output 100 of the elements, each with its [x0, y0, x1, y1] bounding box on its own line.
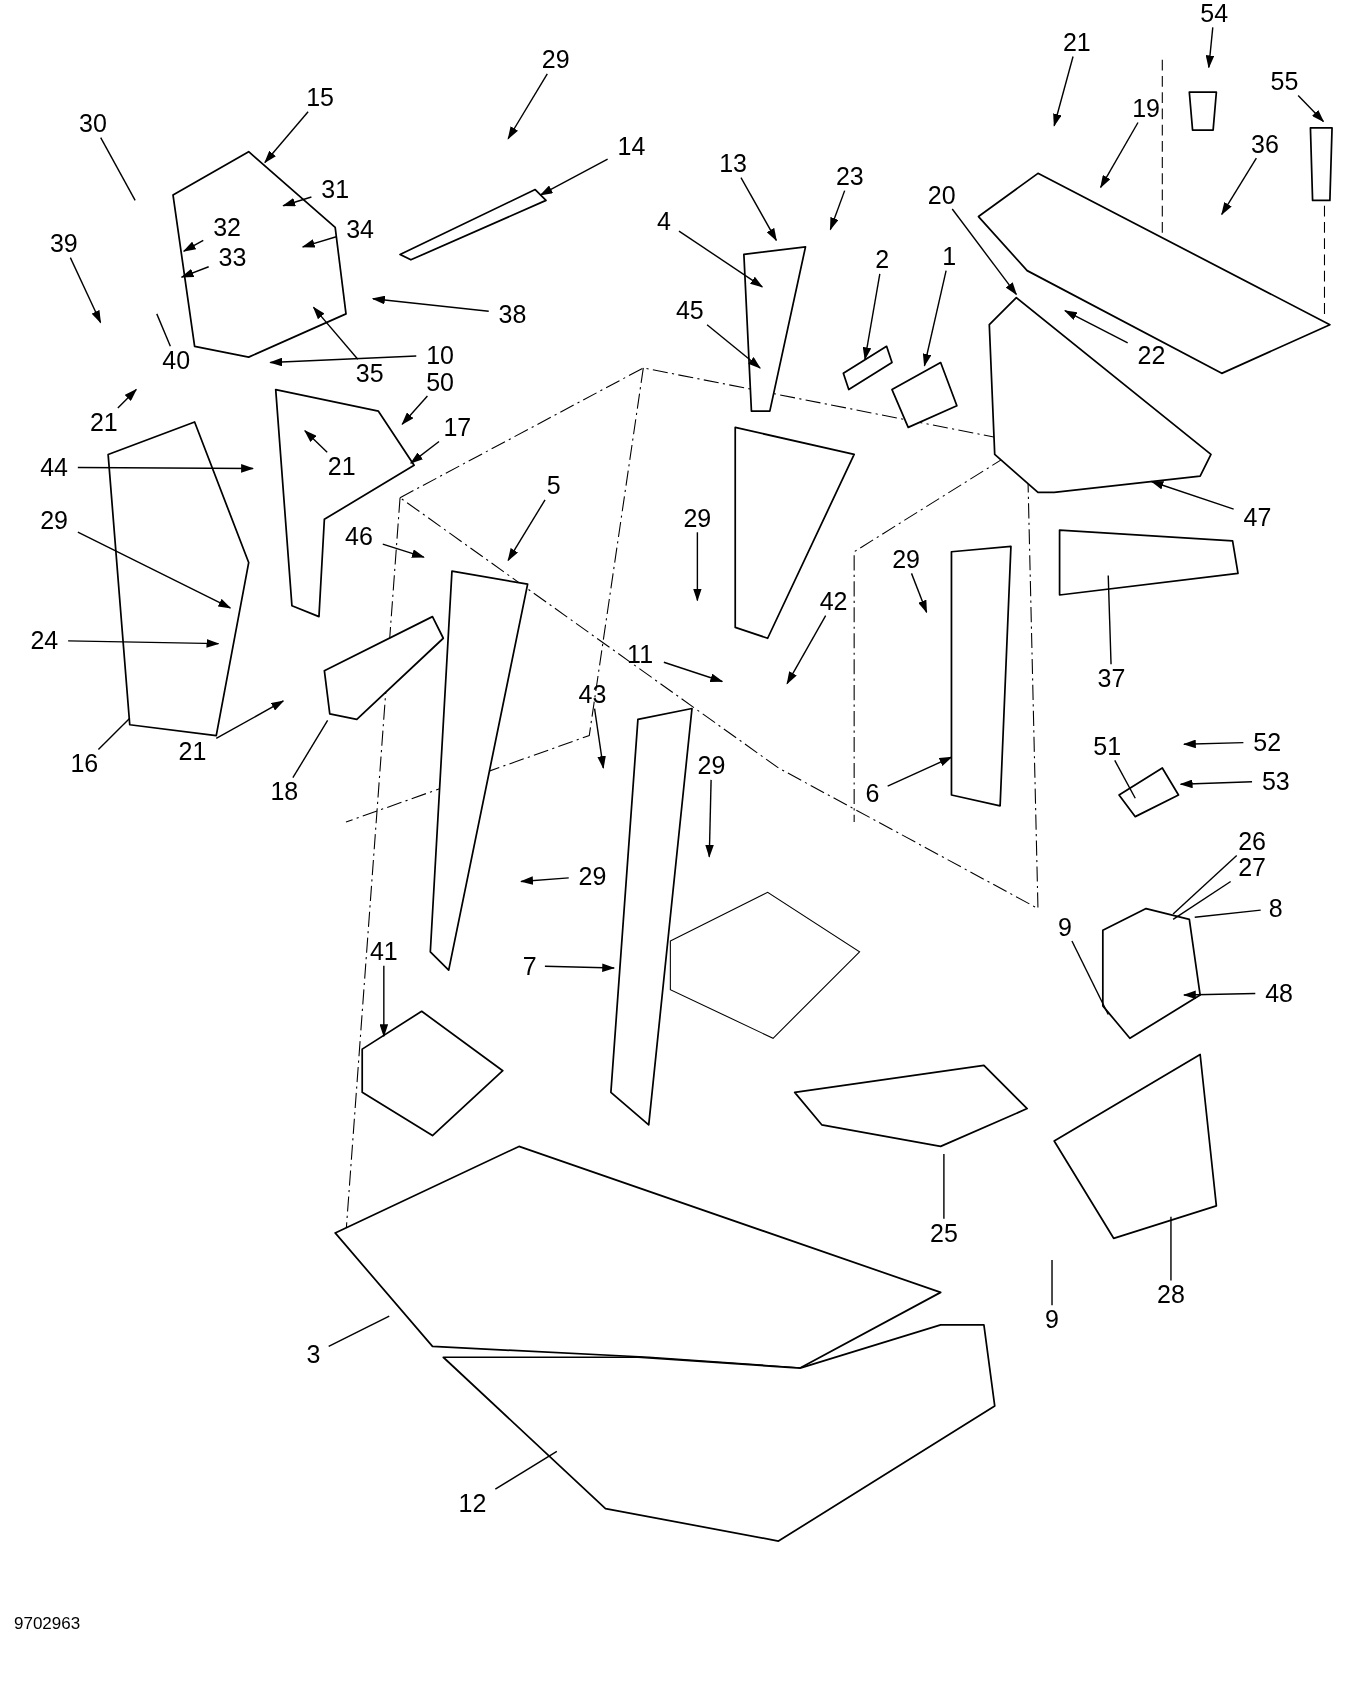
callout-number: 53 — [1261, 768, 1290, 794]
leader-arrow — [282, 196, 313, 207]
callout-number: 31 — [321, 176, 350, 202]
leader-arrow — [1182, 739, 1245, 749]
leader-line — [943, 1153, 945, 1220]
callout-number: 8 — [1268, 895, 1283, 921]
callout-number: 51 — [1093, 733, 1122, 759]
callout-number: 24 — [30, 627, 59, 653]
callout-number: 21 — [1062, 29, 1091, 55]
leader-arrow — [539, 158, 609, 196]
leader-arrow — [379, 965, 389, 1038]
callout-number: 39 — [49, 230, 78, 256]
leader-arrow — [180, 266, 210, 278]
leader-arrow — [1099, 121, 1139, 189]
leader-arrow — [1205, 26, 1215, 69]
callout-number: 9 — [1058, 914, 1072, 940]
callout-number: 21 — [89, 409, 118, 435]
leader-line — [97, 717, 131, 751]
leader-arrow — [593, 707, 606, 770]
callout-number: 18 — [270, 778, 299, 804]
callout-number: 12 — [458, 1490, 487, 1516]
callout-number: 1 — [942, 243, 957, 269]
leader-line — [1114, 759, 1136, 799]
callout-number: 22 — [1137, 342, 1166, 368]
leader-line — [1071, 940, 1109, 1016]
leader-arrow — [507, 73, 548, 140]
leader-arrow — [304, 429, 328, 453]
leader-line — [100, 136, 136, 202]
leader-arrow — [922, 269, 947, 367]
leader-arrow — [1150, 480, 1235, 510]
leader-line — [1170, 1216, 1172, 1282]
callout-number: 30 — [79, 110, 107, 136]
callout-number: 35 — [355, 360, 384, 386]
leader-line — [494, 1450, 558, 1490]
leader-arrow — [264, 111, 309, 164]
callout-number: 11 — [627, 641, 654, 667]
callout-number: 10 — [426, 342, 454, 368]
callout-number: 15 — [306, 84, 334, 110]
leader-arrow — [77, 531, 232, 609]
callout-number: 29 — [578, 863, 607, 889]
callout-number: 4 — [656, 208, 671, 234]
leader-arrow — [678, 230, 764, 288]
callout-number: 48 — [1265, 980, 1293, 1006]
leader-arrow — [910, 572, 928, 614]
callout-number: 52 — [1253, 729, 1282, 755]
leader-arrow — [69, 256, 102, 324]
callout-number: 47 — [1243, 504, 1272, 530]
leader-arrow — [786, 614, 827, 685]
leader-arrow — [67, 639, 220, 648]
leader-arrow — [706, 324, 761, 369]
leader-arrow — [1179, 779, 1253, 789]
callout-number: 20 — [927, 182, 956, 208]
callout-number: 38 — [498, 301, 527, 327]
callout-number: 21 — [327, 453, 356, 479]
leader-arrow — [382, 543, 425, 558]
leader-line — [156, 313, 172, 348]
leader-arrow — [520, 876, 570, 885]
callout-number: 29 — [541, 46, 570, 72]
callout-number: 42 — [819, 588, 848, 614]
leader-arrow — [1053, 55, 1074, 127]
callout-number: 26 — [1238, 828, 1266, 854]
callout-number: 55 — [1270, 68, 1299, 94]
callout-number: 45 — [675, 297, 704, 323]
callout-number: 29 — [697, 753, 726, 778]
callout-number: 6 — [865, 780, 880, 805]
leader-arrow — [1064, 309, 1129, 344]
callout-number: 5 — [546, 472, 561, 498]
leader-arrow — [886, 756, 953, 787]
leader-arrow — [663, 661, 724, 683]
callout-number: 7 — [522, 953, 537, 978]
callout-number: 21 — [178, 738, 207, 764]
leader-arrow — [951, 208, 1018, 296]
callout-number: 44 — [40, 454, 68, 480]
callout-number: 2 — [875, 247, 890, 272]
callout-number: 50 — [426, 369, 454, 395]
callout-number: 54 — [1200, 0, 1229, 26]
leader-line — [1194, 909, 1262, 918]
leader-arrow — [544, 963, 616, 973]
leader-arrow — [269, 355, 417, 367]
callout-number: 43 — [578, 681, 607, 707]
leader-arrow — [740, 176, 777, 242]
callout-number: 40 — [162, 347, 191, 373]
leader-arrow — [215, 700, 285, 740]
leader-arrow — [507, 499, 546, 562]
leader-arrow — [371, 295, 490, 312]
leader-arrow — [1182, 990, 1256, 1000]
leader-line — [1051, 1259, 1053, 1307]
callout-number: 33 — [218, 244, 247, 270]
callout-number: 37 — [1097, 665, 1126, 691]
callout-number: 3 — [306, 1341, 321, 1367]
leader-arrow — [401, 395, 429, 425]
callout-number: 9 — [1045, 1306, 1059, 1332]
callout-number: 19 — [1132, 95, 1160, 121]
callout-number: 29 — [40, 507, 68, 533]
leader-arrow — [182, 239, 204, 252]
leader-arrow — [77, 464, 255, 473]
leader-line — [328, 1315, 390, 1348]
leader-arrow — [301, 236, 337, 248]
callout-number: 41 — [369, 938, 398, 964]
leader-arrow — [1221, 157, 1258, 216]
